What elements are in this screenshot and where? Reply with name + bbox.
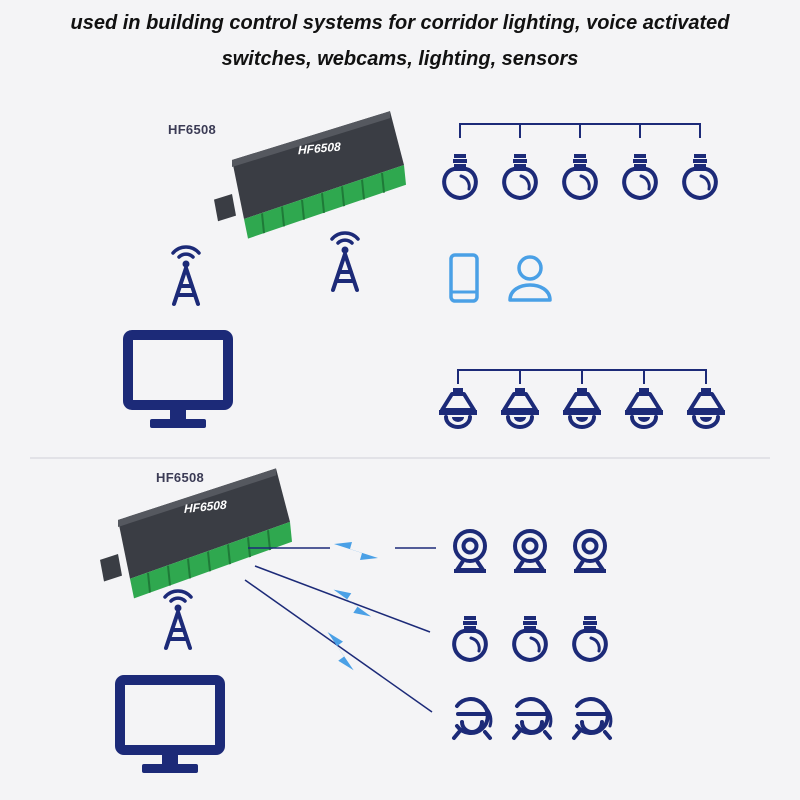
bulb-row-top — [442, 123, 718, 200]
headline-line-2: switches, webcams, lighting, sensors — [221, 48, 579, 70]
bulb-icon — [572, 614, 608, 662]
bulb-icon — [502, 152, 538, 200]
connection-lines — [244, 547, 436, 713]
webcam-icon — [512, 529, 548, 575]
antenna-tower-icon — [163, 588, 193, 650]
bulb-icon — [682, 152, 718, 200]
alarm-bell-icon — [572, 697, 613, 740]
monitor-icon — [128, 335, 228, 428]
webcam-icon — [452, 529, 488, 575]
bulb-row-bottom — [452, 614, 608, 662]
bulb-icon — [452, 614, 488, 662]
ceiling-lamp-icon — [623, 386, 665, 429]
alarm-bell-icon — [512, 697, 553, 740]
ceiling-lamp-icon — [499, 386, 541, 429]
device-face-text-bottom: HF6508 — [184, 498, 227, 516]
antenna-tower-icon — [330, 230, 360, 292]
device-face-text-top: HF6508 — [298, 139, 341, 157]
bulb-icon — [622, 152, 658, 200]
ceiling-lamp-icon — [685, 386, 727, 429]
device-label-top: HF6508 — [168, 122, 217, 137]
relay-controller-bottom: HF6508 — [100, 468, 292, 599]
alarm-bell-icon — [452, 697, 493, 740]
alarm-row — [452, 697, 613, 740]
bulb-icon — [512, 614, 548, 662]
monitor-icon — [120, 680, 220, 773]
bulb-icon — [442, 152, 478, 200]
relay-controller-top: HF6508 — [214, 111, 406, 239]
user-icon — [508, 255, 552, 302]
wireless-signal-icon — [328, 587, 377, 619]
ceiling-lamp-icon — [561, 386, 603, 429]
wireless-signal-icon — [334, 542, 378, 560]
lamp-row-top — [437, 369, 727, 429]
smartphone-icon — [449, 253, 479, 303]
webcam-icon — [572, 529, 608, 575]
webcam-row — [452, 529, 608, 575]
ceiling-lamp-icon — [437, 386, 479, 429]
device-label-bottom: HF6508 — [156, 470, 205, 485]
headline-line-1: used in building control systems for cor… — [70, 12, 730, 34]
bulb-icon — [562, 152, 598, 200]
antenna-tower-icon — [171, 244, 201, 306]
